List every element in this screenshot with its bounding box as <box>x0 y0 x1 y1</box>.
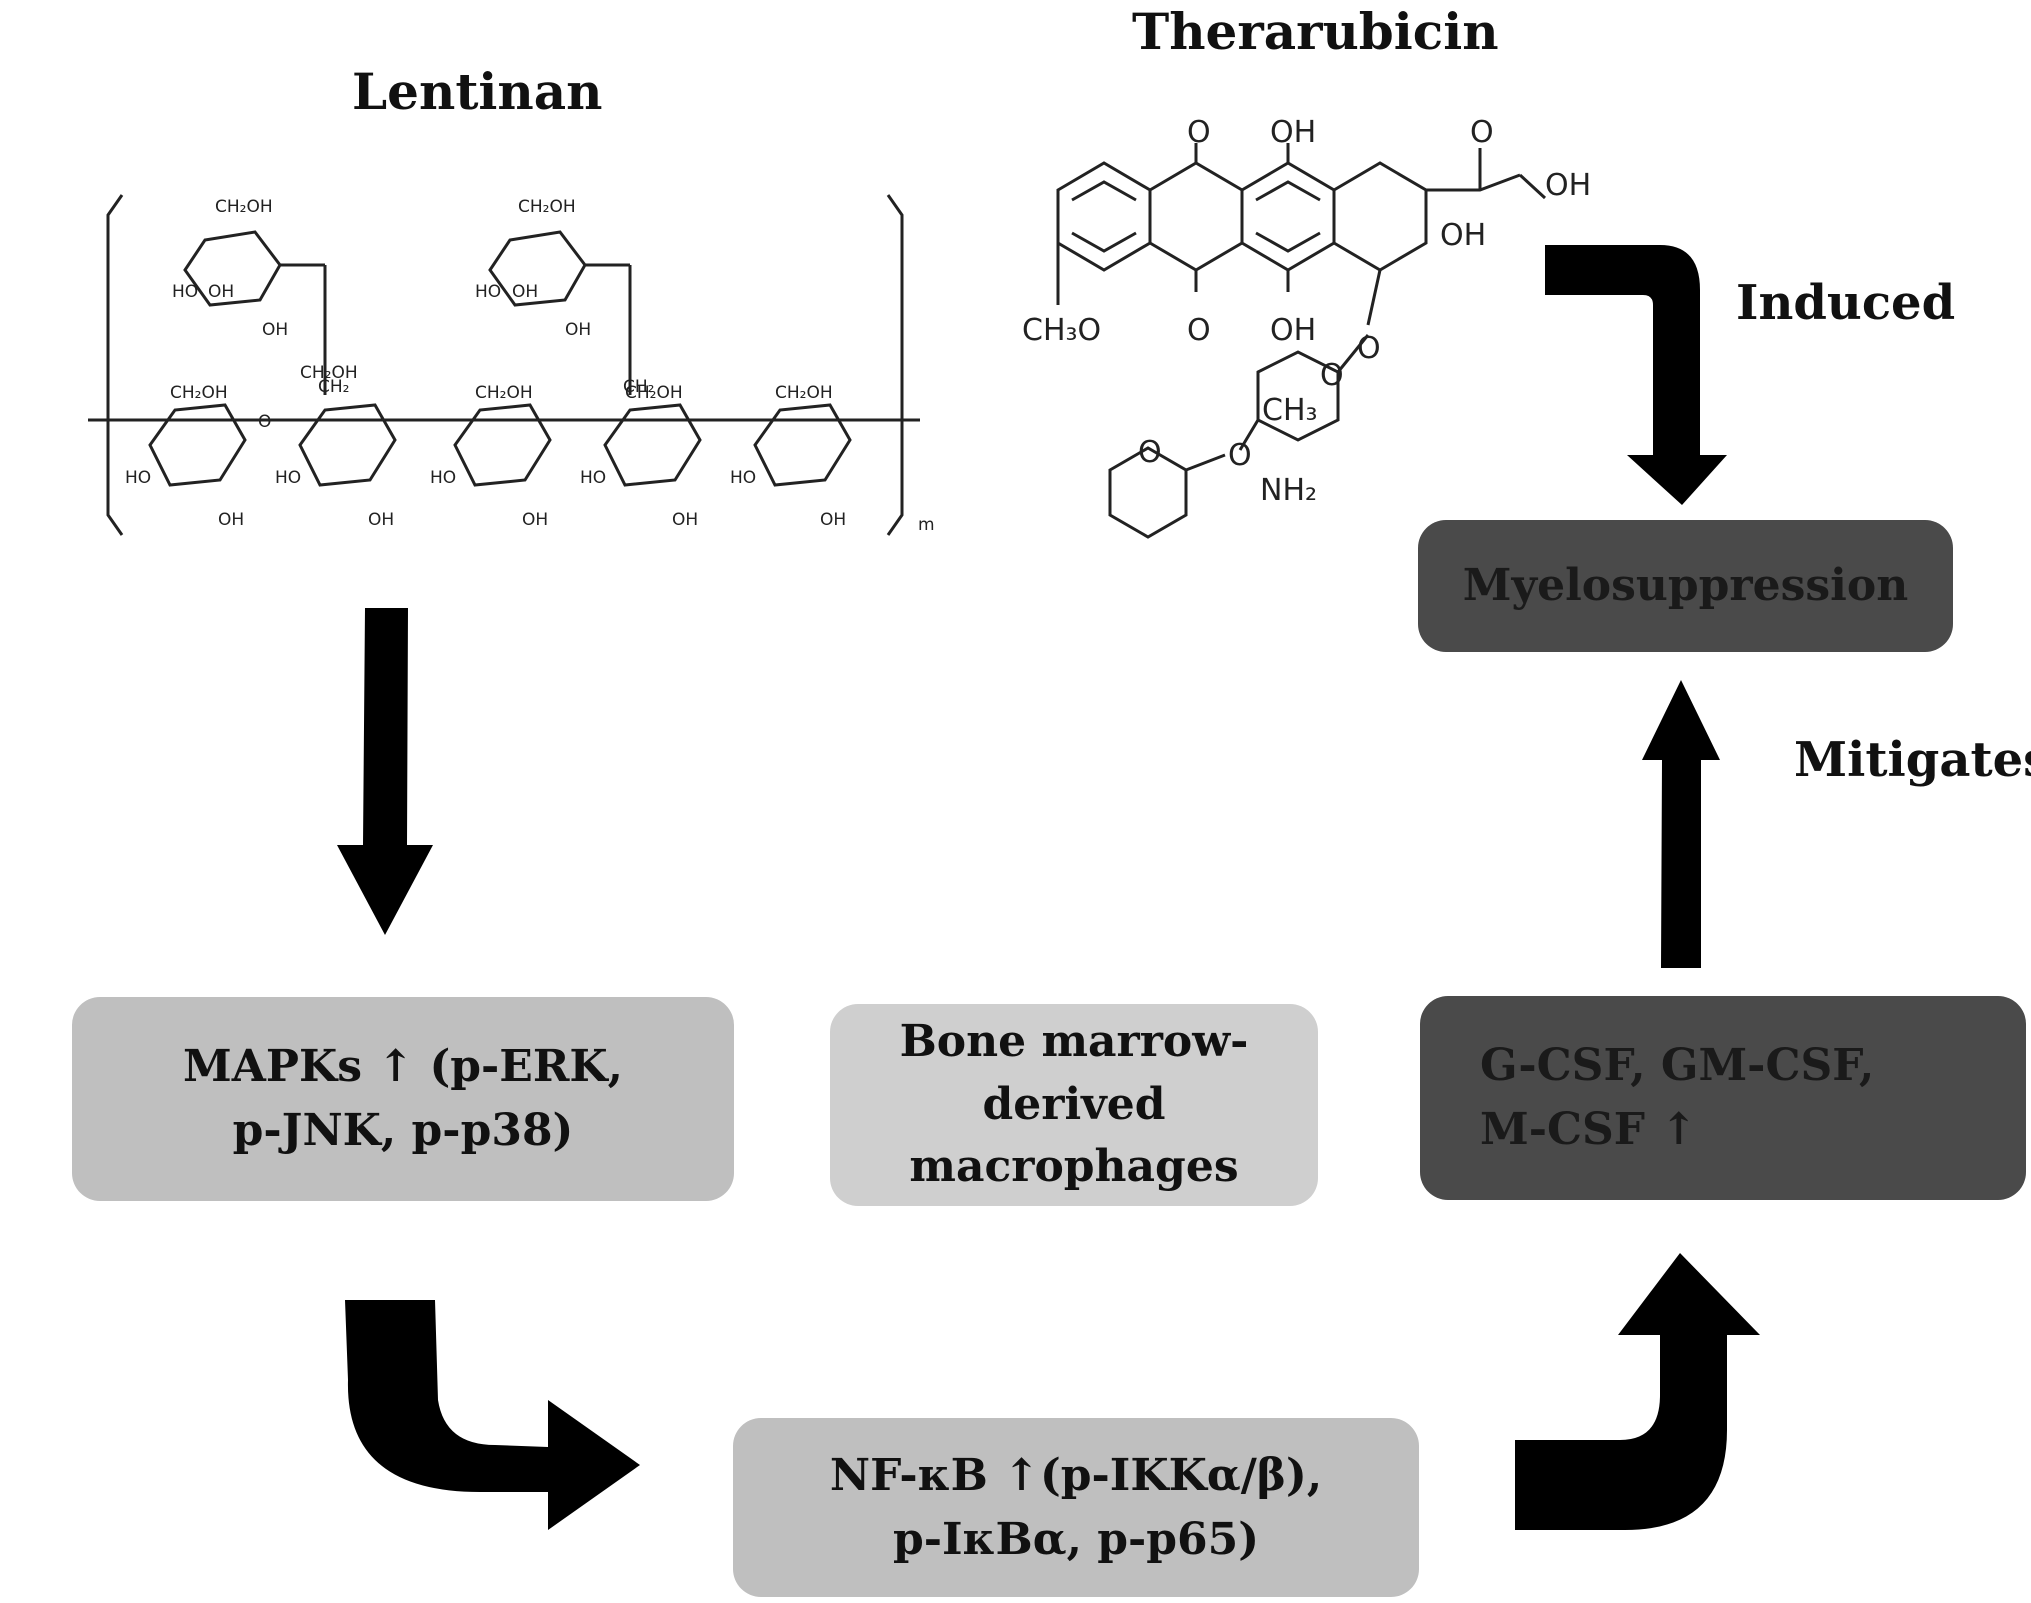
mapks-to-nfkb-arrow <box>345 1300 640 1530</box>
mapks-box: MAPKs ↑ (p-ERK, p-JNK, p-p38) <box>72 997 734 1201</box>
bmdm-line-3: macrophages <box>909 1141 1239 1193</box>
lentinan-title: Lentinan <box>352 62 603 121</box>
therarubicin-label-4: OH <box>1545 168 1591 203</box>
methylene-link-1: CH₂ <box>318 377 349 397</box>
upper-group-2: CH₂OH <box>518 197 576 217</box>
therarubicin-label-10: O <box>1320 358 1344 393</box>
therarubicin-label-8: OH <box>1270 313 1316 348</box>
ring-hydroxyl-2: OH <box>218 510 244 530</box>
ring-hydroxyl-9: HO <box>730 468 756 488</box>
therarubicin-label-2: OH <box>1270 115 1316 150</box>
backbone-group-2: CH₂OH <box>475 383 533 403</box>
bmdm-box: Bone marrow- derived macrophages <box>830 1004 1318 1206</box>
therarubicin-label-11: CH₃ <box>1262 393 1318 428</box>
backbone-group-1: CH₂OH <box>170 383 228 403</box>
bmdm-line-2: derived <box>982 1078 1166 1130</box>
ring-hydroxyl-7: HO <box>580 468 606 488</box>
ring-hydroxyl-8: OH <box>672 510 698 530</box>
ring-hydroxyl-3: HO <box>275 468 301 488</box>
bmdm-line-1: Bone marrow- <box>899 1016 1249 1068</box>
mapks-line-2: p-JNK, p-p38) <box>232 1105 574 1156</box>
methylene-link-2: CH₂ <box>623 377 654 397</box>
backbone-group-4: CH₂OH <box>775 383 833 403</box>
upper-hydroxyl-1: HO <box>172 282 198 302</box>
therarubicin-label-5: OH <box>1440 218 1486 253</box>
nfkb-line-1: NF-κB ↑(p-IKKα/β), <box>829 1449 1323 1501</box>
nfkb-to-csf-arrow <box>1515 1253 1760 1530</box>
ring-oxygen: O <box>258 412 271 432</box>
upper-hydroxyl-4: HO <box>475 282 501 302</box>
csf-line-2: M-CSF ↑ <box>1480 1104 1698 1155</box>
ring-hydroxyl-6: OH <box>522 510 548 530</box>
upper-hydroxyl-3: OH <box>262 320 288 340</box>
csf-line-1: G-CSF, GM-CSF, <box>1480 1040 1875 1092</box>
therarubicin-label-9: O <box>1357 331 1381 366</box>
mitigates-label: Mitigates <box>1794 732 2031 788</box>
ring-hydroxyl-10: OH <box>820 510 846 530</box>
therarubicin-label-12: O <box>1228 438 1252 473</box>
myelosuppression-box: Myelosuppression <box>1418 520 1953 652</box>
mapks-line-1: MAPKs ↑ (p-ERK, <box>183 1041 623 1093</box>
repeat-subscript: m <box>918 515 935 535</box>
ring-hydroxyl-5: HO <box>430 468 456 488</box>
induced-bent-arrow <box>1545 245 1727 505</box>
therarubicin-label-6: CH₃O <box>1022 313 1101 348</box>
therarubicin-label-14: O <box>1138 435 1162 470</box>
myelosuppression-label: Myelosuppression <box>1462 560 1909 612</box>
upper-hydroxyl-2: OH <box>208 282 234 302</box>
therarubicin-title: Therarubicin <box>1132 2 1499 61</box>
induced-label: Induced <box>1736 275 1956 331</box>
ring-hydroxyl-1: HO <box>125 468 151 488</box>
nfkb-box: NF-κB ↑(p-IKKα/β), p-IκBα, p-p65) <box>733 1418 1419 1597</box>
therarubicin-label-13: NH₂ <box>1260 473 1317 508</box>
therarubicin-label-1: O <box>1187 115 1211 150</box>
csf-box: G-CSF, GM-CSF, M-CSF ↑ <box>1420 996 2026 1200</box>
backbone-group-5: CH₂OH <box>300 363 358 383</box>
upper-hydroxyl-6: OH <box>565 320 591 340</box>
mitigates-up-arrow <box>1642 680 1720 968</box>
therarubicin-label-3: O <box>1470 115 1494 150</box>
upper-hydroxyl-5: OH <box>512 282 538 302</box>
backbone-group-3: CH₂OH <box>625 383 683 403</box>
therarubicin-label-7: O <box>1187 313 1211 348</box>
nfkb-line-2: p-IκBα, p-p65) <box>892 1513 1260 1565</box>
lentinan-down-arrow <box>337 608 433 935</box>
ring-hydroxyl-4: OH <box>368 510 394 530</box>
upper-group-1: CH₂OH <box>215 197 273 217</box>
